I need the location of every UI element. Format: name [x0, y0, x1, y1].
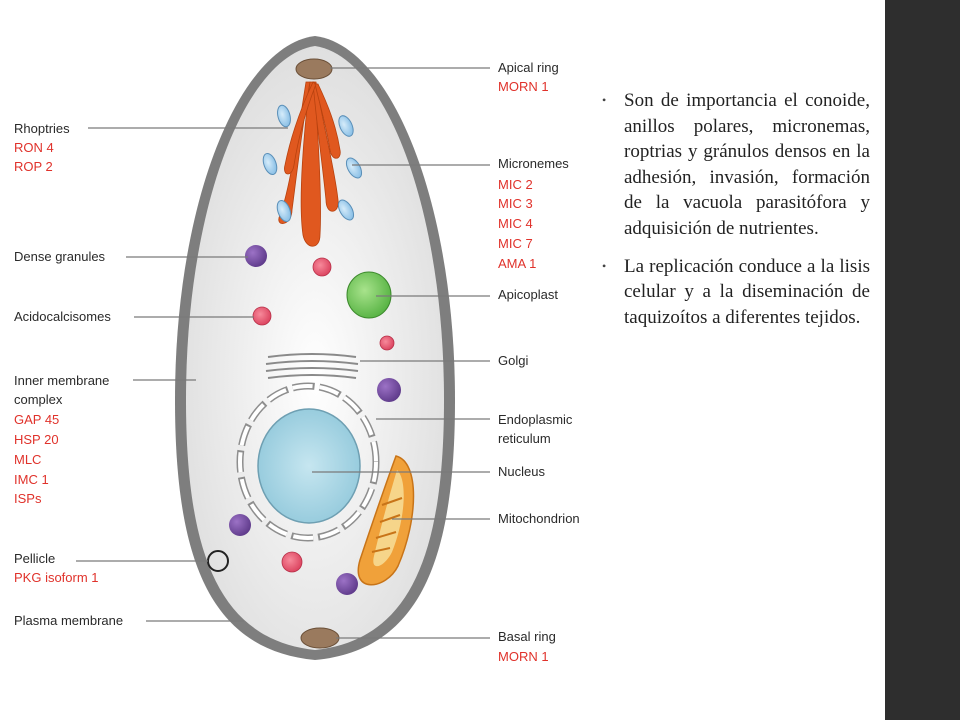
label-morn1-top: MORN 1 — [498, 79, 549, 94]
bullet-item: • Son de importancia el conoide, anillos… — [600, 88, 870, 242]
label-mic4: MIC 4 — [498, 216, 533, 231]
toxoplasma-cell-diagram: Rhoptries RON 4 ROP 2 Dense granules Aci… — [14, 36, 580, 664]
label-morn1-bottom: MORN 1 — [498, 649, 549, 664]
label-pkg: PKG isoform 1 — [14, 570, 99, 585]
label-isps: ISPs — [14, 491, 42, 506]
label-dense-granules: Dense granules — [14, 249, 106, 264]
label-plasma-membrane: Plasma membrane — [14, 613, 123, 628]
rhoptries — [278, 81, 341, 247]
basal-ring — [300, 627, 340, 649]
label-mic3: MIC 3 — [498, 196, 533, 211]
side-bar — [885, 0, 960, 720]
label-pellicle: Pellicle — [14, 551, 55, 566]
bullet-dot-icon: • — [602, 93, 607, 107]
label-nucleus: Nucleus — [498, 464, 545, 479]
label-hsp20: HSP 20 — [14, 432, 59, 447]
label-micronemes: Micronemes — [498, 156, 569, 171]
golgi — [265, 353, 359, 379]
label-mic2: MIC 2 — [498, 177, 533, 192]
bullet-item: • La replicación conduce a la lisis celu… — [600, 254, 870, 331]
text-panel: • Son de importancia el conoide, anillos… — [600, 88, 870, 342]
label-rhoptries: Rhoptries — [14, 121, 70, 136]
dense-granules — [229, 245, 401, 595]
label-basal-ring: Basal ring — [498, 629, 556, 644]
label-golgi: Golgi — [498, 353, 528, 368]
label-mlc: MLC — [14, 452, 41, 467]
label-er-2: reticulum — [498, 431, 551, 446]
label-mitochondrion: Mitochondrion — [498, 511, 580, 526]
bullet-text: Son de importancia el conoide, anillos p… — [624, 90, 870, 239]
label-mic7: MIC 7 — [498, 236, 533, 251]
label-imc1: IMC 1 — [14, 472, 49, 487]
label-ama1: AMA 1 — [498, 256, 536, 271]
nucleus — [257, 408, 361, 524]
label-gap45: GAP 45 — [14, 412, 59, 427]
label-inner-membrane: Inner membrane — [14, 373, 109, 388]
micronemes — [262, 104, 363, 223]
bullet-text: La replicación conduce a la lisis celula… — [624, 255, 870, 328]
label-apicoplast: Apicoplast — [498, 287, 558, 302]
cytoplasm — [186, 46, 444, 650]
label-er-1: Endoplasmic — [498, 412, 573, 427]
mitochondrion — [357, 455, 415, 586]
label-rop2: ROP 2 — [14, 159, 53, 174]
bullet-dot-icon: • — [602, 258, 607, 273]
label-ron4: RON 4 — [14, 140, 54, 155]
label-complex: complex — [14, 392, 63, 407]
label-acidocalcisomes: Acidocalcisomes — [14, 309, 111, 324]
acidocalcisomes — [252, 257, 395, 573]
apical-ring — [295, 58, 333, 80]
apicoplast — [346, 271, 392, 319]
label-apical-ring: Apical ring — [498, 60, 559, 75]
